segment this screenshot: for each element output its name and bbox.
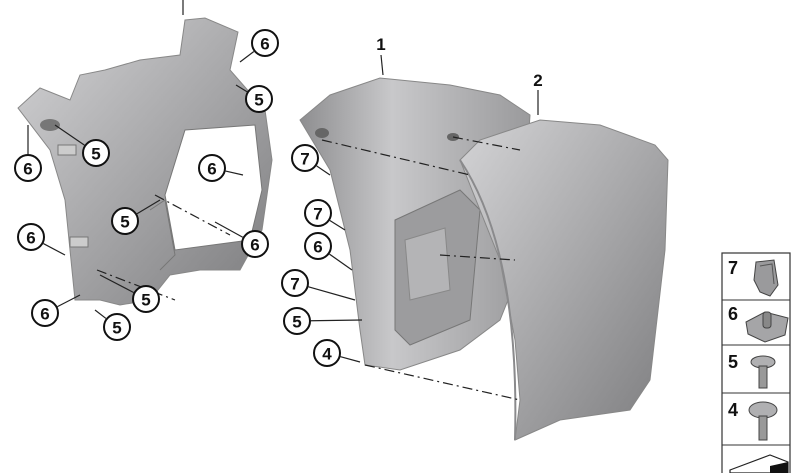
- callout-5: 5: [99, 274, 160, 313]
- leader-line: [329, 253, 353, 271]
- callout-5: 5: [54, 124, 110, 167]
- callout-circle: [304, 199, 332, 227]
- leader-line: [316, 165, 331, 176]
- legend-item-6: 6: [728, 304, 789, 343]
- leader-line: [57, 294, 81, 308]
- cage-nut-icon: [745, 311, 789, 343]
- callout-number: 4: [322, 345, 332, 364]
- callout-number: 7: [300, 150, 309, 169]
- callout-7: 7: [291, 144, 331, 176]
- part-label-2: 1: [376, 35, 386, 76]
- callout-6: 6: [198, 154, 244, 182]
- leader-line: [43, 243, 66, 256]
- callout-6: 6: [214, 221, 269, 258]
- leader-line: [235, 84, 248, 93]
- legend-item-7: 7: [728, 258, 779, 297]
- svg-text:6: 6: [728, 304, 738, 324]
- callout-circle: [251, 29, 279, 57]
- svg-text:1: 1: [376, 35, 385, 54]
- callout-circle: [31, 299, 59, 327]
- leader-line: [239, 50, 255, 63]
- callout-number: 5: [254, 91, 263, 110]
- flange-screw-icon: [748, 401, 778, 441]
- callout-number: 7: [313, 205, 322, 224]
- callout-circle: [291, 144, 319, 172]
- callout-6: 6: [239, 29, 279, 63]
- callout-circle: [245, 85, 273, 113]
- callout-4: 4: [313, 339, 361, 367]
- callout-5: 5: [235, 84, 273, 113]
- callout-circle: [241, 230, 269, 258]
- svg-text:2: 2: [533, 71, 542, 90]
- part-1-cover: [459, 119, 669, 441]
- clip-nut-icon: [753, 259, 779, 297]
- callout-circle: [281, 269, 309, 297]
- callout-number: 6: [207, 160, 216, 179]
- callout-number: 6: [250, 236, 259, 255]
- svg-text:5: 5: [728, 352, 738, 372]
- callout-circle: [111, 207, 139, 235]
- callout-number: 5: [292, 313, 301, 332]
- callout-circle: [283, 307, 311, 335]
- callout-6: 6: [17, 223, 66, 256]
- callout-6: 6: [14, 125, 42, 182]
- callout-circle: [17, 223, 45, 251]
- svg-text:7: 7: [728, 258, 738, 278]
- callout-number: 6: [260, 35, 269, 54]
- callout-number: 5: [112, 319, 121, 338]
- torx-screw-icon: [750, 355, 776, 389]
- leader-line: [340, 356, 361, 363]
- callout-5: 5: [94, 309, 131, 341]
- fastener-legend: 7 6 5 4: [721, 252, 791, 473]
- callout-6: 6: [31, 294, 81, 327]
- part-label-1: 2: [533, 71, 543, 115]
- callout-circle: [313, 339, 341, 367]
- column-trim-part: [17, 0, 273, 306]
- svg-text:4: 4: [728, 400, 738, 420]
- callout-number: 6: [26, 229, 35, 248]
- leader-line: [308, 286, 356, 301]
- callout-number: 7: [290, 275, 299, 294]
- callout-5: 5: [111, 199, 161, 235]
- callout-circle: [14, 154, 42, 182]
- callout-number: 6: [313, 238, 322, 257]
- legend-item-5: 5: [728, 352, 776, 389]
- callout-number: 5: [91, 145, 100, 164]
- leader-line: [329, 219, 346, 231]
- leader-line: [94, 309, 107, 319]
- callout-circle: [132, 285, 160, 313]
- leader-line: [136, 199, 161, 215]
- callout-number: 5: [120, 213, 129, 232]
- callout-circle: [304, 232, 332, 260]
- callout-5: 5: [283, 307, 363, 335]
- callout-circle: [103, 313, 131, 341]
- leader-line: [54, 124, 85, 146]
- callout-7: 7: [281, 269, 356, 301]
- callout-7: 7: [304, 199, 346, 231]
- legend-item-4: 4: [728, 400, 778, 441]
- leader-line: [99, 274, 134, 294]
- callout-number: 6: [40, 305, 49, 324]
- callout-number: 6: [23, 160, 32, 179]
- leader-line: [214, 221, 244, 238]
- callout-circle: [198, 154, 226, 182]
- callout-number: 5: [141, 291, 150, 310]
- callout-6: 6: [304, 232, 353, 271]
- leader-line: [225, 170, 244, 176]
- leader-line: [310, 319, 363, 322]
- callout-circle: [82, 139, 110, 167]
